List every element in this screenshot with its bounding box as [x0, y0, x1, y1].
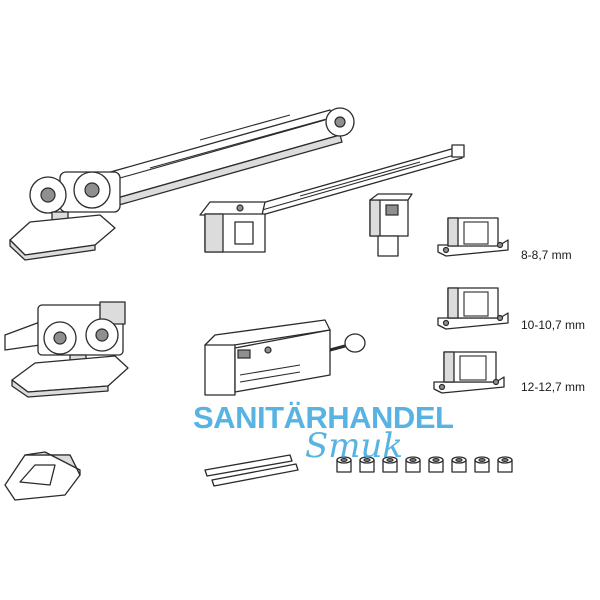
sleeve	[405, 456, 421, 473]
spacer-sleeves	[336, 456, 513, 473]
sleeve	[474, 456, 490, 473]
spacer-10mm	[437, 287, 509, 330]
second-carriage	[4, 301, 129, 398]
carriage-with-damper-rail	[9, 107, 355, 261]
size-label-12mm: 12-12,7 mm	[521, 380, 586, 394]
size-label-8mm: 8-8,7 mm	[521, 248, 572, 262]
stopper	[4, 451, 81, 501]
sleeve	[382, 456, 398, 473]
size-label-10mm: 10-10,7 mm	[521, 318, 586, 332]
sleeve	[428, 456, 444, 473]
sleeve	[336, 456, 352, 473]
damper-unit	[204, 319, 366, 396]
adapter-clip	[369, 193, 413, 257]
spacer-8mm	[437, 217, 509, 257]
sleeve	[359, 456, 375, 473]
flat-bars	[204, 454, 299, 487]
sleeve	[497, 456, 513, 473]
sleeve	[451, 456, 467, 473]
watermark-script: Smuk	[305, 426, 404, 466]
track-rail	[199, 144, 465, 253]
spacer-12mm	[433, 351, 505, 394]
watermark-brand: SANITÄRHANDEL	[193, 400, 454, 435]
